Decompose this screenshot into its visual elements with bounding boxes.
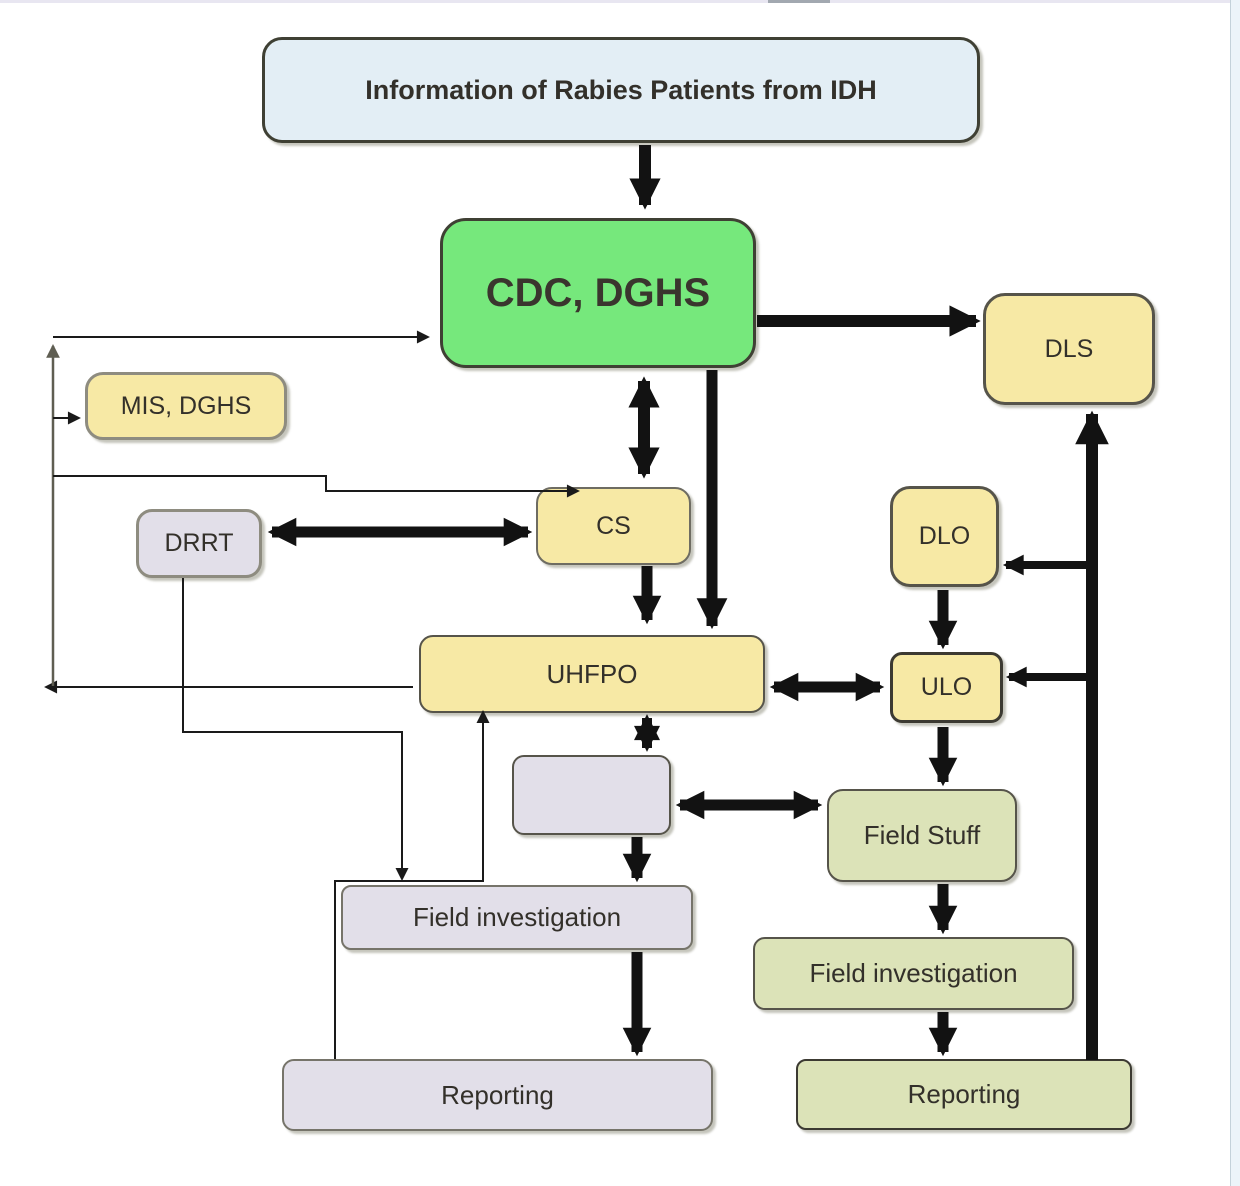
node-field-investigation-right: Field investigation (753, 937, 1074, 1010)
node-cdc-dghs: CDC, DGHS (440, 218, 756, 368)
right-page-edge-strip (1230, 0, 1240, 1186)
node-field-stuff: Field Stuff (827, 789, 1017, 882)
node-urrt (512, 755, 671, 835)
top-edge-mark (768, 0, 830, 3)
node-drrt: DRRT (136, 509, 262, 578)
top-edge-strip (0, 0, 1240, 3)
node-ulo: ULO (890, 652, 1003, 723)
edge-drrt-to-field-investigation-thin (182, 578, 409, 881)
edge-uhfpo-to-cs-thin (53, 475, 580, 498)
node-reporting-left: Reporting (282, 1059, 713, 1131)
node-idh-information: Information of Rabies Patients from IDH (262, 37, 980, 143)
node-reporting-right: Reporting (796, 1059, 1132, 1130)
node-dlo: DLO (890, 486, 999, 587)
node-cs: CS (536, 487, 691, 565)
node-dls: DLS (983, 293, 1155, 405)
node-field-investigation-left: Field investigation (341, 885, 693, 950)
node-uhfpo: UHFPO (419, 635, 765, 713)
node-mis-dghs: MIS, DGHS (85, 372, 287, 440)
